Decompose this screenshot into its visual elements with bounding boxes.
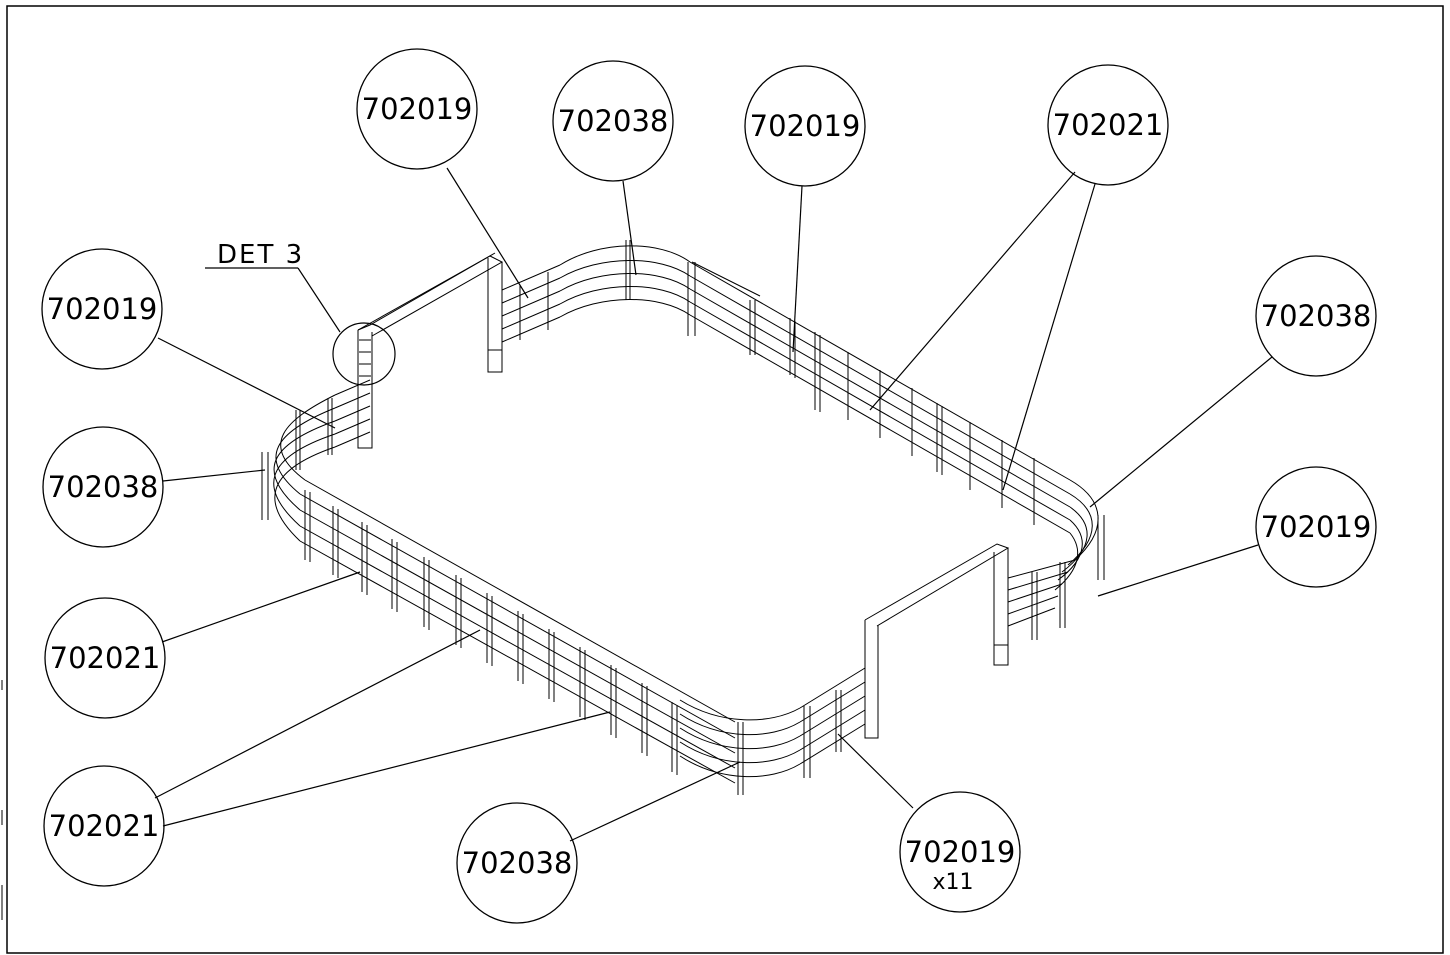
detail-circle	[332, 322, 396, 386]
balloon-label: 702038	[1261, 299, 1372, 333]
balloon-702021-top: 702021	[1047, 64, 1169, 186]
back-left-rails	[501, 264, 561, 343]
back-curve-rails	[559, 240, 696, 336]
balloon-702019-left-upper: 702019	[41, 248, 163, 370]
drawing-border	[6, 5, 1444, 954]
balloon-label: 702019	[750, 109, 861, 143]
balloon-label: 702021	[50, 641, 161, 675]
right-gate-frame	[864, 543, 1010, 739]
balloon-label: 702038	[462, 846, 573, 880]
back-right-posts	[789, 318, 1035, 525]
fence-assembly	[261, 240, 1105, 795]
left-rails	[295, 379, 371, 470]
leader-lines	[154, 167, 1273, 842]
balloon-702021-left: 702021	[44, 597, 166, 719]
balloon-qty: x11	[932, 870, 973, 895]
balloon-702038-right-upper: 702038	[1255, 255, 1377, 377]
balloon-702021-bottom-left: 702021	[43, 765, 165, 887]
balloons: 702019 702038 702019 702021 702019 70203…	[41, 48, 1377, 924]
left-curve-rails	[261, 394, 336, 542]
balloon-label: 702019	[362, 92, 473, 126]
balloon-702019-right: 702019	[1255, 466, 1377, 588]
right-curve-rails	[1054, 479, 1105, 591]
right-short-rails	[1007, 559, 1076, 640]
balloon-label: 702021	[49, 809, 160, 843]
balloon-label: 702038	[558, 104, 669, 138]
balloon-702019-bottom-right: 702019 x11	[899, 791, 1021, 913]
left-gate-frame	[357, 252, 504, 449]
balloon-label: 702021	[1053, 108, 1164, 142]
balloon-702019-top: 702019	[356, 48, 478, 170]
balloon-label: 702019	[1261, 510, 1372, 544]
front-left-posts	[304, 490, 678, 775]
balloon-702038-bottom: 702038	[456, 802, 578, 924]
balloon-label: 702019	[47, 292, 158, 326]
balloon-702038-top: 702038	[552, 60, 674, 182]
detail-label: DET 3	[217, 240, 304, 270]
front-right-rails	[799, 667, 866, 778]
front-curve-rails	[679, 699, 801, 795]
balloon-label: 702038	[48, 470, 159, 504]
detail-callout: DET 3	[205, 240, 396, 386]
balloon-label: 702019	[905, 835, 1016, 869]
balloon-702019-top-right: 702019	[744, 65, 866, 187]
balloon-702038-left: 702038	[42, 426, 164, 548]
